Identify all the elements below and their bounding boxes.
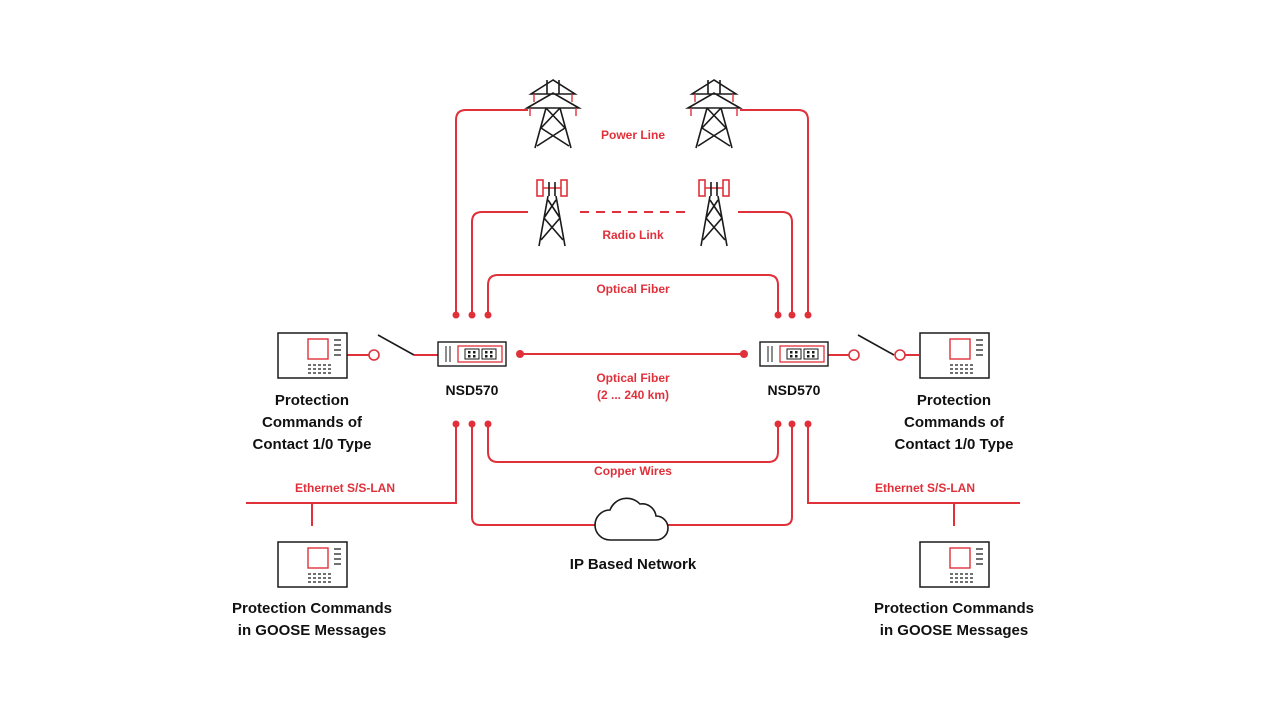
nsd570-device-icon [437, 341, 507, 367]
protection-relay-icon [277, 541, 348, 588]
radio-link-label: Radio Link [602, 228, 664, 242]
port-dot [774, 420, 782, 428]
port-dot [788, 311, 796, 319]
ethernet-left-line [246, 424, 457, 504]
circuit-breaker-icon [848, 334, 906, 361]
nsd570-device-icon [759, 341, 829, 367]
port-dot [774, 311, 782, 319]
copper-wires-label: Copper Wires [594, 464, 672, 478]
ip-network-left-line [471, 424, 596, 526]
radio-link-left-connector [471, 211, 528, 315]
optical-fiber-mid-label: Optical Fiber [596, 371, 670, 385]
caption-line: in GOOSE Messages [879, 622, 1029, 639]
protection-relay-icon [277, 332, 348, 379]
protection-relay-icon [919, 541, 990, 588]
ip-network-right-line [664, 424, 793, 526]
optical-fiber-range-label: (2 ... 240 km) [596, 388, 670, 402]
fiber-end-dot [516, 350, 524, 358]
radio-tower-icon [536, 179, 568, 247]
power-line-left-connector [455, 109, 528, 315]
relay-right-contact-caption: Protection Commands of Contact 1/0 Type [895, 390, 1014, 456]
caption-line: Protection Commands [231, 600, 393, 617]
ethernet-left-label: Ethernet S/S-LAN [294, 481, 396, 495]
protection-relay-icon [919, 332, 990, 379]
port-dot [468, 311, 476, 319]
ethernet-right-line [807, 424, 1020, 504]
optical-fiber-top-line [487, 274, 779, 315]
caption-line: Protection [274, 392, 350, 409]
port-dot [804, 311, 812, 319]
port-dot [484, 311, 492, 319]
port-dot [452, 311, 460, 319]
optical-fiber-top-label: Optical Fiber [596, 282, 670, 296]
fiber-end-dot [740, 350, 748, 358]
cloud-icon [594, 497, 669, 541]
port-dot [468, 420, 476, 428]
radio-tower-icon [698, 179, 730, 247]
relay-left-contact-caption: Protection Commands of Contact 1/0 Type [253, 390, 372, 456]
port-dot [788, 420, 796, 428]
transmission-tower-icon [685, 79, 743, 149]
caption-line: Protection [916, 392, 992, 409]
relay-right-goose-caption: Protection Commands in GOOSE Messages [874, 598, 1034, 642]
port-dot [484, 420, 492, 428]
caption-line: Commands of [903, 414, 1005, 431]
ethernet-right-label: Ethernet S/S-LAN [874, 481, 976, 495]
caption-line: Protection Commands [873, 600, 1035, 617]
circuit-breaker-icon [368, 334, 415, 361]
transmission-tower-icon [524, 79, 582, 149]
caption-line: Contact 1/0 Type [894, 436, 1014, 453]
caption-line: in GOOSE Messages [237, 622, 387, 639]
copper-wires-line [487, 424, 779, 463]
radio-link-right-connector [738, 211, 793, 315]
ip-network-label: IP Based Network [569, 556, 697, 573]
port-dot [452, 420, 460, 428]
caption-line: Commands of [261, 414, 363, 431]
nsd570-left-label: NSD570 [445, 382, 499, 398]
caption-line: Contact 1/0 Type [252, 436, 372, 453]
relay-left-goose-caption: Protection Commands in GOOSE Messages [232, 598, 392, 642]
power-line-label: Power Line [600, 128, 666, 142]
nsd570-right-label: NSD570 [767, 382, 821, 398]
power-line-right-connector [740, 109, 809, 315]
port-dot [804, 420, 812, 428]
